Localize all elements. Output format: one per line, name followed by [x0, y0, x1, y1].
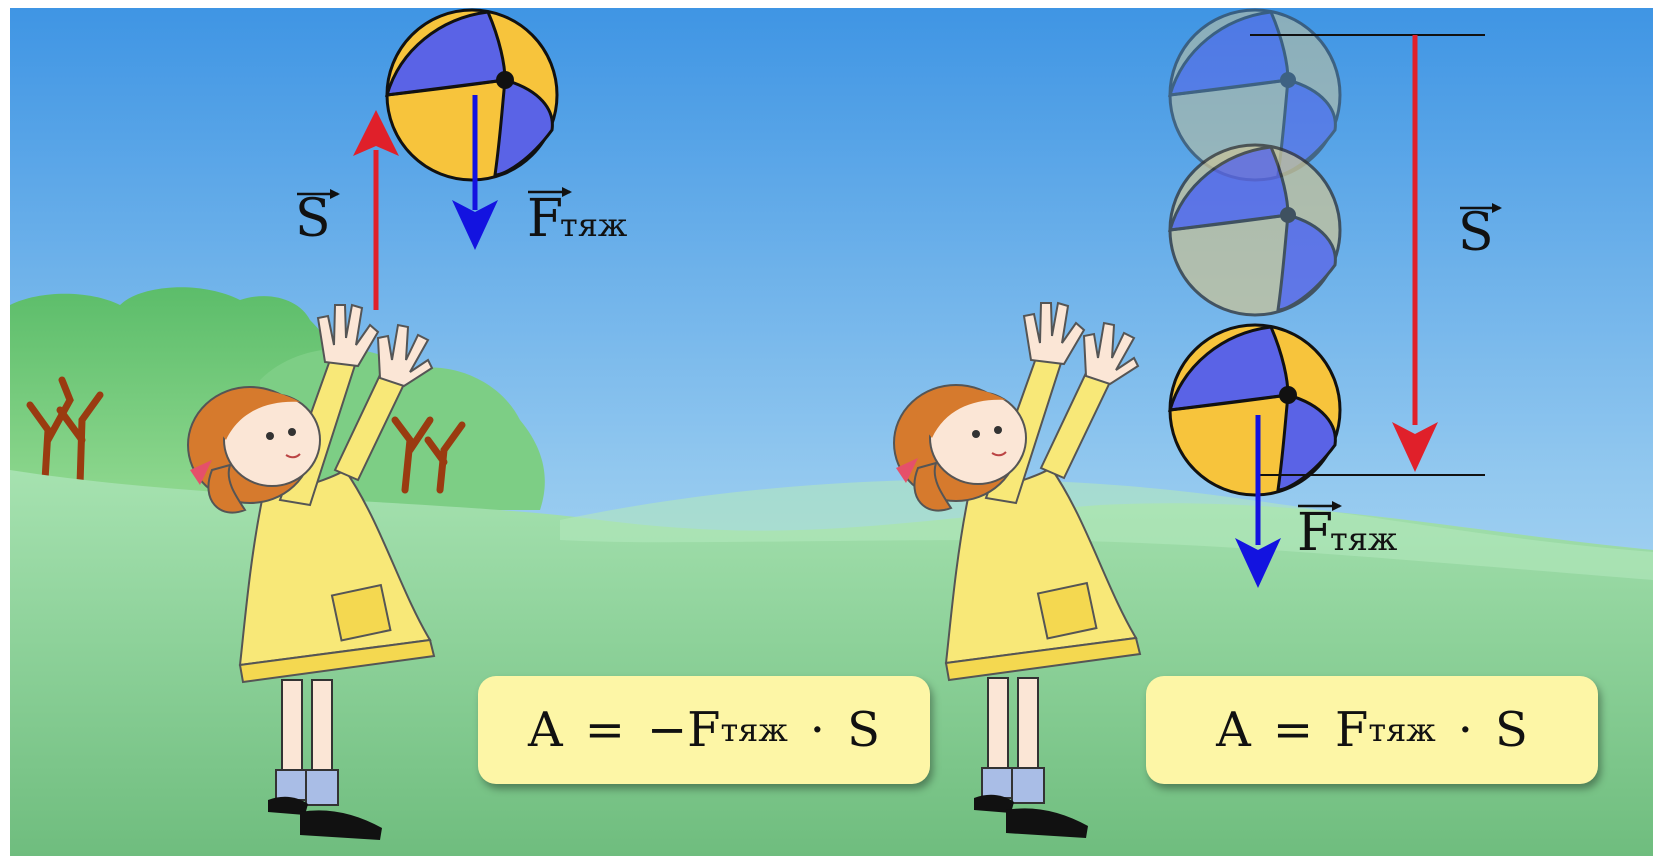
displacement-label-left: S [295, 189, 340, 249]
work-formula-right: A = F тяж · S [1146, 676, 1598, 784]
ball-right-faded-top [1167, 8, 1342, 182]
displacement-arrow-right [1392, 35, 1438, 472]
girl-left [187, 303, 436, 840]
hill-highlight [560, 479, 1653, 580]
twigs [26, 376, 466, 494]
formula-lhs: A [528, 702, 563, 758]
formula-displacement: S [847, 702, 880, 758]
formula-dot: · [1457, 702, 1473, 758]
formula-eq: = [584, 702, 625, 758]
gravity-label-left: F тяж [527, 187, 628, 249]
svg-text:F: F [1297, 503, 1333, 563]
formula-dot: · [809, 702, 826, 758]
gravity-arrow-left [452, 95, 498, 250]
ball-left [384, 8, 559, 182]
formula-displacement: S [1494, 702, 1528, 758]
ball-right-faded-middle [1167, 143, 1342, 317]
formula-lhs: A [1216, 702, 1251, 758]
svg-text:тяж: тяж [1330, 520, 1398, 558]
svg-text:тяж: тяж [560, 206, 628, 244]
formula-eq: = [1272, 702, 1314, 758]
gravity-arrow-right [1235, 415, 1281, 588]
formula-force: F [687, 702, 721, 758]
formula-force: F [1335, 702, 1369, 758]
displacement-arrow-left [353, 110, 399, 310]
formula-force-subscript: тяж [720, 711, 788, 749]
gravity-label-right: F тяж [1297, 501, 1398, 563]
ball-right [1167, 323, 1342, 497]
formula-minus: − [646, 702, 688, 758]
svg-text:S: S [1458, 203, 1494, 263]
formula-force-subscript: тяж [1368, 711, 1436, 749]
girl-right [893, 301, 1142, 838]
displacement-label-right: S [1458, 203, 1502, 263]
svg-text:S: S [295, 189, 331, 249]
work-formula-left: A = − F тяж · S [478, 676, 930, 784]
svg-text:F: F [527, 189, 563, 249]
